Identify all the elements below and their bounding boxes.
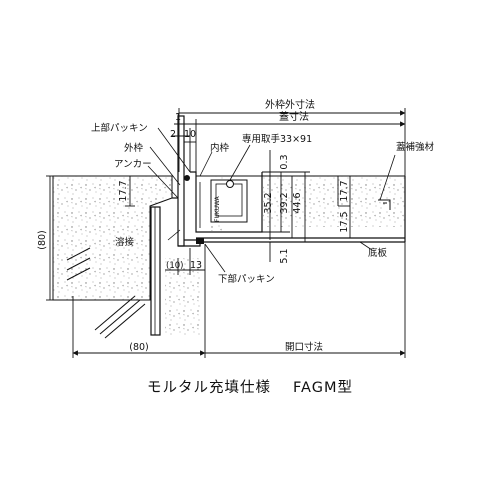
dim-44-6: 44.6 (292, 192, 303, 213)
label-opening-dim: 開口寸法 (285, 341, 323, 353)
label-lower-packing: 下部パッキン (218, 273, 275, 285)
handle-shape: FUKUWA (210, 179, 248, 223)
label-cover-reinforcement: 蓋補強材 (396, 141, 435, 153)
label-anchor: アンカー (114, 159, 152, 170)
caption-model: FAGM型 (293, 380, 353, 396)
dim-0-3: 0.3 (279, 154, 290, 169)
dim-2: 2 (170, 129, 176, 140)
label-bottom-plate: 底板 (368, 247, 388, 259)
mortar-area-lower (165, 258, 200, 335)
label-outer-frame-outer-dim: 外枠外寸法 (265, 98, 315, 111)
outer-frame-shape (150, 115, 201, 336)
label-outer-frame: 外枠 (124, 142, 144, 154)
caption-spec: モルタル充填仕様 (147, 380, 272, 396)
dim-10-top: 10 (184, 129, 196, 140)
lower-packing-shape (196, 238, 204, 244)
dim-35-2: 35.2 (263, 192, 274, 213)
svg-text:FUKUWA: FUKUWA (214, 195, 221, 222)
dim-17-5: 17.5 (339, 211, 350, 232)
cover-frame-shape (190, 171, 406, 243)
leader-lines (147, 127, 396, 273)
label-cover-dim: 蓋寸法 (279, 110, 309, 123)
label-weld: 溶接 (115, 236, 135, 248)
mortar-area-right (263, 175, 405, 227)
dim-1: 1 (175, 112, 181, 123)
dim-80-bottom: (80) (129, 342, 149, 353)
dimension-lines (46, 108, 406, 358)
dim-80-left: (80) (37, 230, 48, 250)
dim-5-1: 5.1 (279, 248, 290, 263)
drawing-caption: モルタル充填仕様 FAGM型 (0, 376, 500, 397)
dim-13: 13 (190, 260, 202, 271)
wall-hatch (66, 247, 146, 339)
dim-39-2: 39.2 (279, 192, 290, 213)
label-inner-frame: 内枠 (210, 142, 230, 154)
dim-10-paren: (10) (166, 261, 183, 271)
dim-17-7-left: 17.7 (118, 180, 129, 201)
upper-packing-shape (184, 175, 190, 181)
dim-17-7-right: 17.7 (339, 180, 350, 201)
label-handle: 専用取手33×91 (242, 133, 312, 145)
label-upper-packing: 上部パッキン (91, 122, 148, 134)
